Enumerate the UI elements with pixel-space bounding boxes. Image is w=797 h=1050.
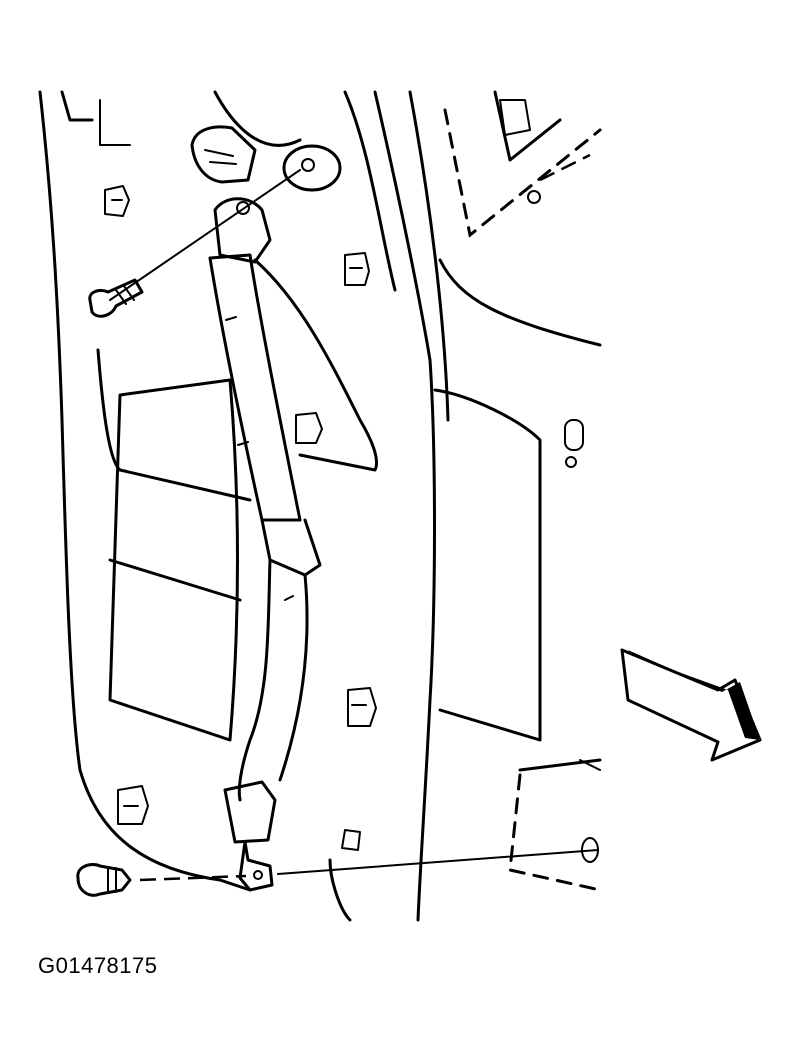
trim-clips (104, 185, 377, 825)
lower-bolt (76, 153, 599, 897)
seat-belt-webbing (208, 253, 378, 802)
front-of-vehicle-arrow-icon (620, 648, 762, 762)
figure-id-label: G01478175 (38, 953, 158, 978)
d-ring-guide (190, 125, 272, 264)
body-panel (38, 90, 602, 922)
lower-anchor (223, 780, 277, 892)
upper-bolt (88, 144, 342, 318)
